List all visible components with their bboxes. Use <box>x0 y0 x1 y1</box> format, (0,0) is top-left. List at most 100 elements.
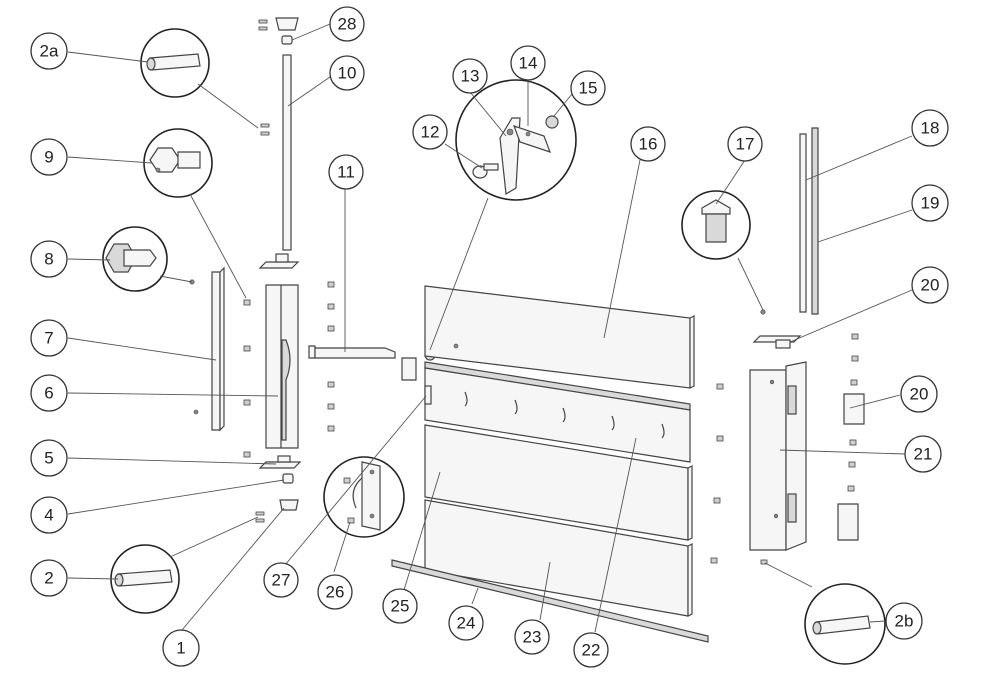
callout-26: 26 <box>317 574 353 610</box>
svg-text:16: 16 <box>639 135 658 154</box>
part-post-top-plate <box>258 253 300 269</box>
svg-text:9: 9 <box>44 148 53 167</box>
svg-text:28: 28 <box>338 15 357 34</box>
callout-8: 9 <box>30 138 68 176</box>
hex-nut-icon <box>105 243 157 273</box>
callout-11: 12 <box>412 114 448 150</box>
part-6-strip <box>211 266 225 432</box>
part-28-top-connector <box>258 17 299 45</box>
svg-text:8: 8 <box>44 250 53 269</box>
zoom-2a-pin <box>140 28 210 98</box>
part-20-insert <box>843 393 865 425</box>
svg-text:22: 22 <box>582 641 601 660</box>
svg-text:5: 5 <box>44 449 53 468</box>
zoom-8-hex-bolt <box>143 128 213 198</box>
zoom-16-post-cap <box>681 190 751 260</box>
svg-text:1: 1 <box>176 639 185 658</box>
svg-text:6: 6 <box>44 384 53 403</box>
callout-16: 17 <box>727 126 763 162</box>
part-5-post <box>265 284 299 449</box>
callout-18: 19 <box>911 184 949 222</box>
callout-12: 13 <box>452 58 488 94</box>
svg-text:10: 10 <box>338 64 357 83</box>
svg-text:4: 4 <box>44 506 53 525</box>
callout-9: 10 <box>329 55 365 91</box>
part-6-hole <box>193 409 199 415</box>
svg-text:27: 27 <box>272 571 291 590</box>
svg-text:21: 21 <box>914 445 933 464</box>
callout-25: 25 <box>382 588 418 624</box>
callout-2a: 2a <box>30 32 68 70</box>
callout-17: 18 <box>911 109 949 147</box>
zoom-27-hinge-plate <box>323 456 405 538</box>
zoom-2b-pin <box>804 583 886 665</box>
callout-4: 5 <box>30 439 68 477</box>
callout-24: 24 <box>448 605 484 641</box>
zoom-11-14-latch <box>455 79 577 201</box>
zoom-7-hex-nut <box>102 226 168 292</box>
pin-icon <box>146 53 201 71</box>
svg-text:17: 17 <box>736 135 755 154</box>
callout-10: 11 <box>328 154 364 190</box>
part-16-location <box>760 309 766 315</box>
part-18-rod <box>811 127 819 315</box>
pin-icon <box>812 615 871 635</box>
callout-22: 22 <box>573 632 609 668</box>
svg-text:23: 23 <box>523 628 542 647</box>
post-fixing-pins <box>260 123 270 136</box>
panel-screws <box>710 383 724 564</box>
svg-text:20: 20 <box>921 276 940 295</box>
svg-text:14: 14 <box>519 54 538 73</box>
hex-bolt-icon <box>149 147 201 173</box>
part-25-middle-board <box>424 424 693 541</box>
svg-text:13: 13 <box>461 67 480 86</box>
callout-14: 15 <box>570 70 606 106</box>
part-23-bottom-board <box>424 499 693 617</box>
post-screws <box>243 281 335 458</box>
callout-1: 1 <box>162 629 200 667</box>
part-22-latch-rail <box>424 361 691 463</box>
callout-2b: 2b <box>885 602 923 640</box>
svg-text:20: 20 <box>910 385 929 404</box>
post-cap-icon <box>701 199 731 243</box>
svg-text:12: 12 <box>421 123 440 142</box>
part-9-rod <box>282 54 292 251</box>
part-1-bottom-connector <box>255 499 299 523</box>
callout-15: 16 <box>630 126 666 162</box>
part-19-top-plate <box>752 335 802 349</box>
callout-7: 8 <box>30 240 68 278</box>
part-3-bushing <box>282 473 294 484</box>
svg-text:2: 2 <box>44 569 53 588</box>
callout-6: 7 <box>30 319 68 357</box>
callout-2: 2 <box>30 559 68 597</box>
part-15-top-board <box>424 285 695 389</box>
right-post-screws <box>760 333 859 565</box>
hinge-plate-icon <box>343 461 381 531</box>
callout-19: 20 <box>911 266 949 304</box>
svg-text:24: 24 <box>457 614 476 633</box>
zoom-2-pin <box>110 544 180 614</box>
svg-text:26: 26 <box>326 583 345 602</box>
pin-icon <box>114 569 173 587</box>
svg-text:19: 19 <box>921 194 940 213</box>
svg-text:18: 18 <box>921 119 940 138</box>
part-24-base-strip <box>391 559 709 643</box>
callout-3: 4 <box>30 496 68 534</box>
svg-text:2b: 2b <box>895 612 914 631</box>
part-17-rod <box>799 133 807 313</box>
callout-27: 27 <box>263 562 299 598</box>
callout-23: 23 <box>514 619 550 655</box>
part-20-insert-lower <box>837 503 859 541</box>
callout-21: 21 <box>904 435 942 473</box>
callout-20: 20 <box>900 375 938 413</box>
callout-5: 6 <box>30 374 68 412</box>
svg-text:25: 25 <box>391 597 410 616</box>
svg-text:7: 7 <box>44 329 53 348</box>
callout-13: 14 <box>510 45 546 81</box>
part-21-post <box>749 361 807 551</box>
svg-text:11: 11 <box>337 163 355 182</box>
leader-lines <box>67 23 913 633</box>
callout-28: 28 <box>329 6 365 42</box>
part-10-hinge-arm <box>308 345 396 359</box>
